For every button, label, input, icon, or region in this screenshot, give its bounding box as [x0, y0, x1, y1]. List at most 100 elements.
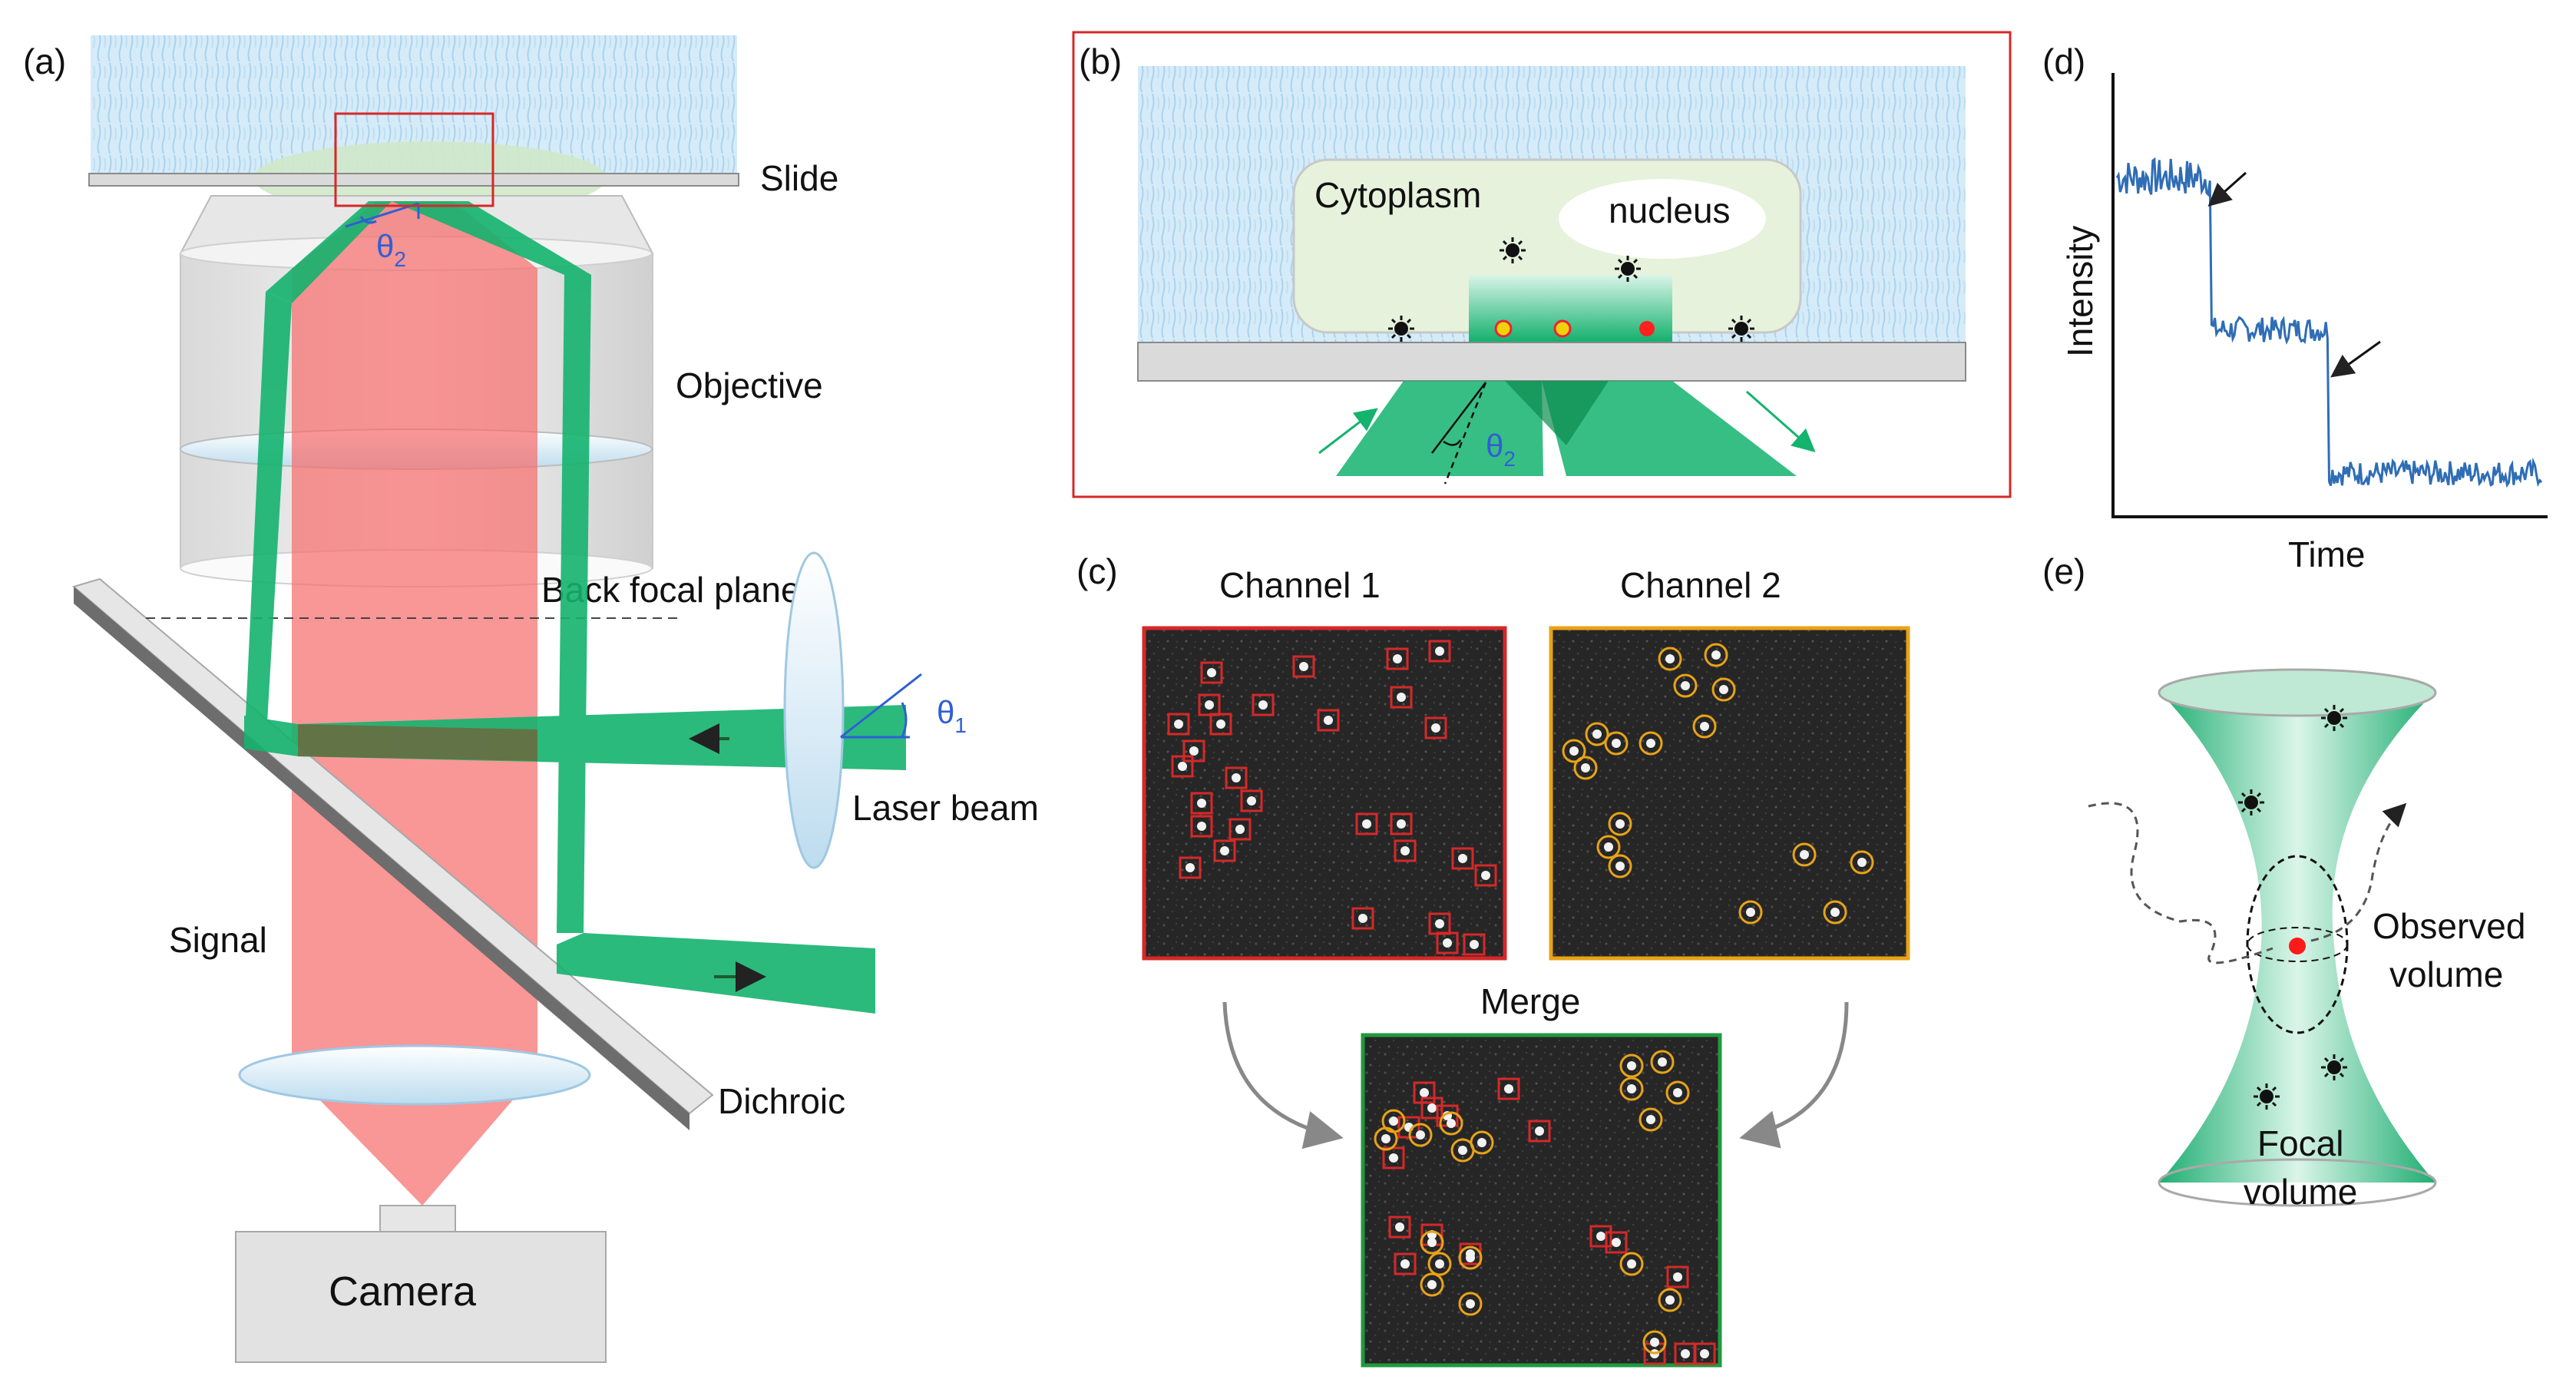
spot-marker: [1666, 1265, 1689, 1288]
fluorescent-spot: [1185, 863, 1195, 872]
molecule-dark-4: [2252, 1082, 2281, 1111]
spot-marker: [1451, 847, 1474, 870]
spot-marker: [1619, 1054, 1644, 1078]
theta1-angle: [840, 673, 922, 739]
spot-marker: [1573, 756, 1598, 780]
fluorescent-spot: [1435, 647, 1444, 656]
fluorescent-spot: [1665, 654, 1675, 663]
fluorescent-spot: [1592, 729, 1602, 739]
tube-lens: [238, 1044, 591, 1106]
cone-top-rim: [2158, 668, 2437, 717]
molecule-dark-1: [2320, 703, 2349, 733]
spot-marker: [1608, 812, 1632, 836]
fluorescent-spot: [1627, 1259, 1636, 1269]
spot-marker: [1427, 1252, 1452, 1276]
fluorescent-spot: [1458, 854, 1467, 863]
fluorescent-spot: [1197, 822, 1206, 831]
spot-marker: [1704, 643, 1728, 667]
panel-c: (c) Channel 1 Channel 2 Merge: [1076, 551, 1910, 1368]
fluorescent-spot: [1581, 763, 1590, 772]
incident-beam-b: [1336, 381, 1543, 476]
spot-marker: [1374, 1126, 1398, 1151]
fluorescent-spot: [1395, 1222, 1404, 1232]
fluorescent-spot: [1466, 1253, 1475, 1262]
diffusion-path-in: [2088, 802, 2273, 964]
spot-marker: [1692, 714, 1717, 739]
merge-arrow-left: [1222, 1001, 1344, 1150]
spot-marker: [1225, 766, 1248, 789]
fluorescent-spot: [1258, 700, 1268, 710]
channel2-image: [1549, 626, 1910, 961]
camera-body: [235, 1231, 607, 1363]
spot-marker: [1428, 640, 1451, 663]
fluorescent-spot: [1681, 681, 1690, 690]
fluorescent-spot: [1612, 1238, 1621, 1247]
spot-marker: [1190, 792, 1213, 815]
channel1-spots: [1167, 640, 1497, 956]
signal-beam: [292, 201, 537, 1206]
fluorescent-spot: [1857, 858, 1867, 867]
fluorescent-spot: [1362, 819, 1371, 829]
fluorescent-spot: [1658, 1057, 1667, 1067]
fluorescent-spot: [1604, 842, 1613, 852]
fluorescent-spot: [1650, 1338, 1659, 1347]
fluorescent-spot: [1477, 1138, 1486, 1147]
fluorescent-spot: [1504, 1084, 1513, 1093]
focusing-lens: [783, 551, 845, 869]
fluorescent-spot: [1447, 1119, 1456, 1128]
beam-overlap: [298, 724, 537, 761]
spot-marker: [1458, 1292, 1483, 1316]
fluorophore-yellow-1: [1494, 319, 1513, 338]
step-arrow-2: [2330, 340, 2381, 378]
fluorescent-spot: [1400, 846, 1410, 855]
cytoplasm-label: Cytoplasm: [1314, 175, 1481, 215]
fluorescent-spot: [1389, 1153, 1398, 1163]
fluorescent-spot: [1470, 940, 1479, 949]
fluorescent-spot: [1443, 938, 1452, 948]
channel2-label: Channel 2: [1620, 565, 1781, 605]
spot-marker: [1382, 1146, 1405, 1169]
camera-label: Camera: [329, 1269, 477, 1315]
spot-marker: [1390, 686, 1413, 709]
theta2-label-a: θ2: [376, 228, 406, 271]
fluorescent-spot: [1681, 1349, 1690, 1358]
spot-marker: [1658, 647, 1682, 671]
spot-marker: [1228, 818, 1252, 841]
d-ylabel: Intensity: [2060, 226, 2100, 357]
spot-marker: [1619, 1252, 1644, 1276]
reflected-arrow-b: [1746, 390, 1816, 452]
beam-crossover-b: [1505, 381, 1609, 445]
spot-marker: [1413, 1081, 1436, 1104]
spot-marker: [1252, 693, 1275, 716]
focal-cone: [2159, 691, 2435, 1183]
fluorescent-spot: [1627, 1084, 1636, 1093]
d-xlabel: Time: [2288, 534, 2366, 574]
spot-marker: [1167, 713, 1190, 736]
spot-marker: [1436, 931, 1459, 954]
panel-a: (a) Slide Objective Dichroic Back focal …: [23, 35, 1039, 1363]
spot-marker: [1200, 661, 1223, 684]
fluorescent-spot: [1435, 919, 1444, 928]
fluorescent-spot: [1397, 693, 1406, 702]
slide: [88, 173, 739, 187]
channel2-spots: [1562, 643, 1874, 925]
fluorescent-spot: [1427, 1280, 1437, 1289]
fluorescent-spot: [1207, 668, 1216, 677]
merge-spots: [1374, 1050, 1716, 1365]
spot-marker: [1528, 1120, 1551, 1143]
spot-marker: [1642, 1330, 1667, 1355]
fluorescent-spot: [1596, 1232, 1605, 1241]
spot-marker: [1317, 709, 1340, 732]
fluorescent-spot: [1427, 1238, 1437, 1247]
spot-marker: [1394, 1252, 1417, 1275]
fluorescent-spot: [1247, 796, 1256, 806]
fluorescent-spot: [1400, 1259, 1410, 1269]
spot-marker: [1850, 850, 1874, 875]
theta1-label: θ1: [937, 694, 967, 737]
fluorophore-dark-4: [1727, 314, 1756, 343]
nucleus-label: nucleus: [1609, 190, 1731, 230]
